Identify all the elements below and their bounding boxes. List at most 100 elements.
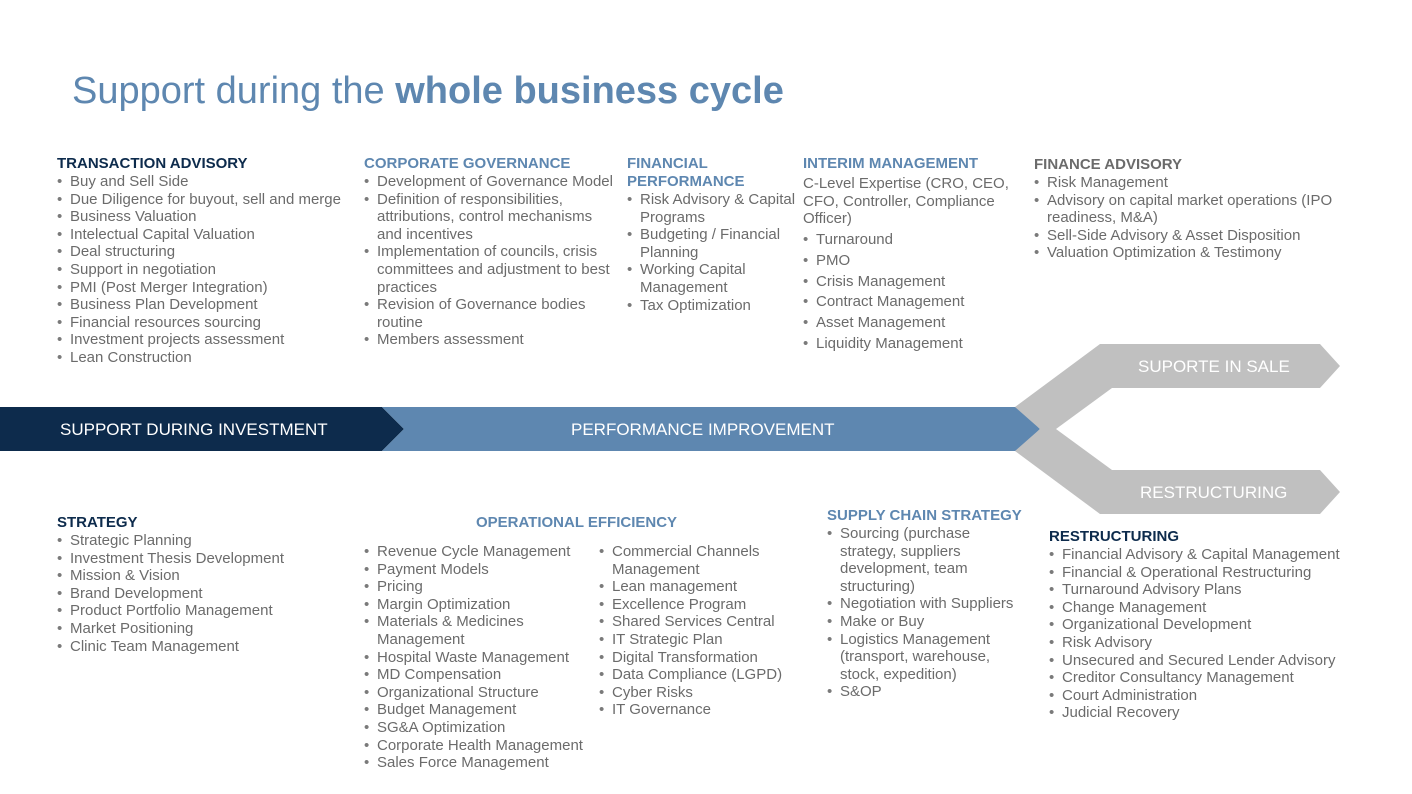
list-item: Corporate Health Management [364,737,584,755]
list-item: MD Compensation [364,666,584,684]
list-item: Budgeting / Financial Planning [627,226,797,261]
list-item: SG&A Optimization [364,719,584,737]
list-item: Negotiation with Suppliers [827,595,1022,613]
list-item: Crisis Management [803,273,1018,291]
supply-chain-list: Sourcing (purchase strategy, suppliers d… [827,525,1022,701]
list-item: Asset Management [803,314,1018,332]
restructuring-section: RESTRUCTURING Financial Advisory & Capit… [1049,528,1349,722]
list-item: Strategic Planning [57,532,337,550]
operational-efficiency-heading: OPERATIONAL EFFICIENCY [475,514,678,531]
finance-advisory-section: FINANCE ADVISORY Risk ManagementAdvisory… [1034,156,1344,262]
supply-chain-heading: SUPPLY CHAIN STRATEGY [827,507,1022,524]
list-item: IT Governance [599,701,789,719]
transaction-advisory-heading: TRANSACTION ADVISORY [57,155,248,172]
operational-efficiency-left: Revenue Cycle ManagementPayment ModelsPr… [364,543,584,772]
list-item: Financial resources sourcing [57,314,357,332]
list-item: Valuation Optimization & Testimony [1034,244,1344,262]
list-item: Turnaround Advisory Plans [1049,581,1349,599]
list-item: Turnaround [803,231,1018,249]
list-item: Investment Thesis Development [57,550,337,568]
list-item: Risk Advisory [1049,634,1349,652]
list-item: Buy and Sell Side [57,173,357,191]
list-item: Revenue Cycle Management [364,543,584,561]
performance-improvement-label: PERFORMANCE IMPROVEMENT [571,420,835,439]
list-item: Sourcing (purchase strategy, suppliers d… [827,525,1022,595]
strategy-heading: STRATEGY [57,514,138,531]
supply-chain-section: SUPPLY CHAIN STRATEGY Sourcing (purchase… [827,507,1022,701]
list-item: Commercial Channels Management [599,543,789,578]
financial-performance-list: Risk Advisory & Capital ProgramsBudgetin… [627,191,797,314]
operational-efficiency-right-list: Commercial Channels ManagementLean manag… [599,543,789,719]
list-item: Advisory on capital market operations (I… [1034,192,1344,227]
list-item: Business Plan Development [57,296,357,314]
list-item: Lean management [599,578,789,596]
list-item: Business Valuation [57,208,357,226]
list-item: Payment Models [364,561,584,579]
list-item: Excellence Program [599,596,789,614]
list-item: Pricing [364,578,584,596]
list-item: Members assessment [364,331,614,349]
list-item: Product Portfolio Management [57,602,337,620]
list-item: Data Compliance (LGPD) [599,666,789,684]
list-item: Brand Development [57,585,337,603]
list-item: Working Capital Management [627,261,797,296]
restructuring-arrow-label: RESTRUCTURING [1140,483,1288,502]
list-item: Change Management [1049,599,1349,617]
list-item: Creditor Consultancy Management [1049,669,1349,687]
list-item: Shared Services Central [599,613,789,631]
list-item: Risk Management [1034,174,1344,192]
interim-management-heading: INTERIM MANAGEMENT [803,155,978,172]
list-item: Budget Management [364,701,584,719]
operational-efficiency-heading-block: OPERATIONAL EFFICIENCY [364,514,789,532]
title-prefix: Support during the [72,70,396,112]
list-item: S&OP [827,683,1022,701]
list-item: Materials & Medicines Management [364,613,584,648]
list-item: Support in negotiation [57,261,357,279]
list-item: Organizational Structure [364,684,584,702]
restructuring-branch-arrow [1015,429,1340,514]
transaction-advisory-section: TRANSACTION ADVISORY Buy and Sell SideDu… [57,155,357,367]
list-item: Investment projects assessment [57,331,357,349]
operational-efficiency-left-list: Revenue Cycle ManagementPayment ModelsPr… [364,543,584,772]
transaction-advisory-list: Buy and Sell SideDue Diligence for buyou… [57,173,357,367]
strategy-list: Strategic PlanningInvestment Thesis Deve… [57,532,337,655]
interim-management-list: TurnaroundPMOCrisis ManagementContract M… [803,231,1018,353]
list-item: Financial & Operational Restructuring [1049,564,1349,582]
list-item: Hospital Waste Management [364,649,584,667]
interim-management-section: INTERIM MANAGEMENT C-Level Expertise (CR… [803,155,1018,356]
finance-advisory-heading: FINANCE ADVISORY [1034,156,1183,173]
list-item: Lean Construction [57,349,357,367]
list-item: Cyber Risks [599,684,789,702]
list-item: Risk Advisory & Capital Programs [627,191,797,226]
business-cycle-flow [0,344,1340,514]
list-item: Sell-Side Advisory & Asset Disposition [1034,227,1344,245]
list-item: Implementation of councils, crisis commi… [364,243,614,296]
list-item: Make or Buy [827,613,1022,631]
list-item: Organizational Development [1049,616,1349,634]
list-item: Liquidity Management [803,335,1018,353]
support-during-investment-arrow [0,407,404,451]
list-item: Due Diligence for buyout, sell and merge [57,191,357,209]
list-item: PMI (Post Merger Integration) [57,279,357,297]
interim-management-intro: C-Level Expertise (CRO, CEO, CFO, Contro… [803,175,1009,228]
restructuring-heading: RESTRUCTURING [1049,528,1179,545]
list-item: Market Positioning [57,620,337,638]
list-item: Definition of responsibilities, attribut… [364,191,614,244]
list-item: Clinic Team Management [57,638,337,656]
financial-performance-section: FINANCIAL PERFORMANCE Risk Advisory & Ca… [627,155,797,314]
corporate-governance-heading: CORPORATE GOVERNANCE [364,155,571,172]
page-title: Support during the whole business cycle [72,70,784,113]
list-item: Revision of Governance bodies routine [364,296,614,331]
finance-advisory-list: Risk ManagementAdvisory on capital marke… [1034,174,1344,262]
list-item: Judicial Recovery [1049,704,1349,722]
list-item: Margin Optimization [364,596,584,614]
list-item: IT Strategic Plan [599,631,789,649]
list-item: Financial Advisory & Capital Management [1049,546,1349,564]
corporate-governance-list: Development of Governance ModelDefinitio… [364,173,614,349]
list-item: Contract Management [803,293,1018,311]
restructuring-list: Financial Advisory & Capital ManagementF… [1049,546,1349,722]
list-item: Logistics Management (transport, warehou… [827,631,1022,684]
strategy-section: STRATEGY Strategic PlanningInvestment Th… [57,514,337,655]
corporate-governance-section: CORPORATE GOVERNANCE Development of Gove… [364,155,614,349]
list-item: Intelectual Capital Valuation [57,226,357,244]
